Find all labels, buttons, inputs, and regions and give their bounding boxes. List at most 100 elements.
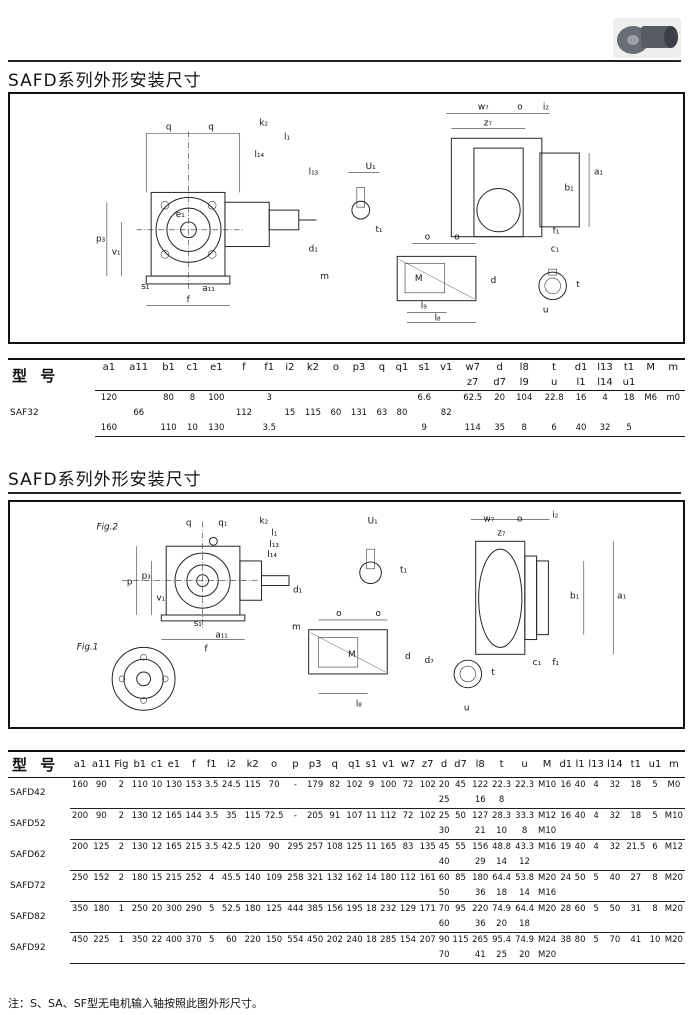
value-cell: [89, 948, 113, 964]
col-subheader: [122, 375, 155, 391]
value-cell: 4: [593, 842, 599, 852]
value-cell: [89, 886, 113, 902]
value-cell: 41: [630, 935, 642, 945]
value-cell: M16: [537, 842, 557, 852]
value-cell: [605, 917, 625, 933]
value-cell: M20: [664, 873, 683, 883]
value-cell: [149, 855, 165, 871]
value-cell: 32: [591, 421, 619, 437]
col-header: c1: [182, 358, 203, 375]
value-cell: [573, 824, 587, 840]
value-cell: 90: [438, 935, 450, 945]
value-cell: 120: [244, 842, 261, 852]
svg-text:p₃: p₃: [96, 235, 106, 245]
value-cell: 2: [118, 780, 125, 790]
value-cell: [149, 793, 165, 809]
key-detail: U₁ t₁: [347, 162, 383, 235]
value-cell: 22.8: [544, 393, 564, 403]
value-cell: 115: [452, 935, 469, 945]
svg-text:M: M: [415, 274, 423, 284]
svg-text:e₁: e₁: [176, 210, 185, 220]
col-subheader: [182, 375, 203, 391]
value-cell: [70, 948, 90, 964]
fig2-label: Fig.2: [96, 523, 118, 533]
value-cell: [262, 793, 286, 809]
value-cell: [344, 824, 365, 840]
value-cell: 265: [472, 935, 489, 945]
value-cell: [586, 886, 606, 902]
value-cell: [219, 793, 243, 809]
value-cell: [327, 391, 345, 407]
value-cell: 50: [574, 873, 586, 883]
col-subheader: [412, 375, 436, 391]
col-header: e1: [164, 750, 184, 778]
value-cell: 16: [470, 793, 491, 809]
value-cell: [450, 855, 471, 871]
value-cell: [89, 824, 113, 840]
value-cell: 130: [131, 811, 148, 821]
col-subheader: [326, 375, 346, 391]
value-cell: [558, 948, 574, 964]
value-cell: [391, 421, 413, 437]
value-cell: 100: [380, 780, 397, 790]
value-cell: [662, 824, 685, 840]
svg-text:q: q: [186, 519, 192, 529]
col-header: z7: [417, 750, 438, 778]
value-cell: 20: [151, 904, 163, 914]
value-cell: [285, 917, 306, 933]
value-cell: [378, 855, 399, 871]
col-header: d7: [450, 750, 471, 778]
value-cell: 10: [649, 935, 661, 945]
value-cell: [203, 406, 231, 421]
value-cell: [378, 793, 399, 809]
value-cell: 202: [326, 935, 343, 945]
value-cell: [573, 793, 587, 809]
value-cell: 16: [560, 780, 572, 790]
value-cell: [95, 406, 123, 421]
value-cell: [605, 824, 625, 840]
value-cell: 165: [165, 842, 183, 852]
col-header: a11: [89, 750, 113, 778]
svg-text:w₇: w₇: [484, 515, 495, 525]
svg-text:o: o: [425, 233, 430, 243]
svg-text:q: q: [208, 122, 214, 132]
value-cell: [230, 421, 258, 437]
value-cell: [164, 855, 184, 871]
svg-text:f₁: f₁: [553, 227, 560, 237]
svg-text:s₁: s₁: [194, 619, 203, 629]
value-cell: 200: [71, 842, 89, 852]
value-cell: [605, 855, 625, 871]
svg-text:l₁₄: l₁₄: [267, 550, 277, 560]
value-cell: 27: [630, 873, 642, 883]
value-cell: [203, 948, 220, 964]
value-cell: [624, 855, 648, 871]
value-cell: [586, 948, 606, 964]
value-cell: 125: [346, 842, 363, 852]
svg-text:i₂: i₂: [552, 511, 558, 521]
col-header: p: [285, 750, 306, 778]
value-cell: [378, 886, 399, 902]
value-cell: [70, 855, 90, 871]
value-cell: [558, 793, 574, 809]
value-cell: [345, 391, 373, 407]
value-cell: 60: [330, 408, 342, 418]
value-cell: 10: [151, 780, 163, 790]
value-cell: 18: [630, 811, 642, 821]
value-cell: [242, 948, 263, 964]
value-cell: [164, 886, 184, 902]
value-cell: 200: [71, 811, 89, 821]
value-cell: M10: [536, 824, 559, 840]
col-subheader: [154, 375, 183, 391]
value-cell: 22.3: [515, 780, 535, 790]
value-cell: [570, 406, 592, 421]
model-cell: SAFD72: [10, 880, 46, 891]
svg-text:d₇: d₇: [425, 656, 435, 666]
value-cell: 8: [652, 904, 658, 914]
